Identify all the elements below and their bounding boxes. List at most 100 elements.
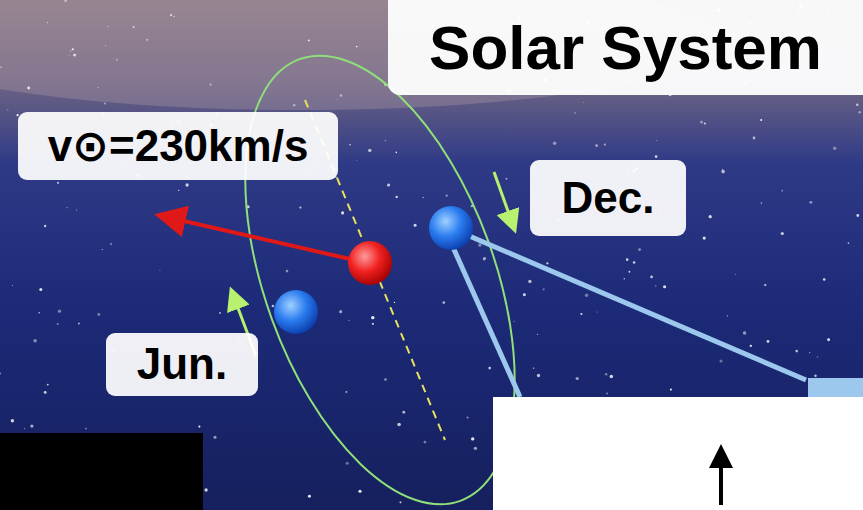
star (204, 488, 207, 491)
star (47, 22, 48, 23)
label-text: Jun. (137, 339, 258, 390)
star (576, 377, 579, 380)
star (372, 323, 374, 325)
star (371, 316, 374, 319)
sun (348, 241, 392, 285)
star (399, 501, 401, 503)
star (488, 367, 491, 370)
star (597, 312, 598, 313)
star (293, 104, 296, 107)
star (102, 249, 103, 250)
star (638, 248, 641, 251)
star (104, 102, 106, 104)
star (97, 313, 100, 316)
star (57, 323, 59, 325)
star (750, 345, 752, 347)
star (858, 111, 861, 114)
star (628, 271, 630, 273)
star (286, 270, 289, 273)
star (833, 146, 837, 150)
star (656, 140, 657, 141)
star (346, 462, 349, 465)
star (170, 14, 172, 16)
up-arrow (719, 452, 723, 505)
star (213, 436, 216, 439)
star (159, 270, 160, 271)
star (604, 144, 606, 146)
star (0, 66, 2, 68)
star (471, 437, 474, 440)
star (210, 83, 212, 85)
star (395, 152, 397, 154)
star (767, 340, 770, 343)
star (39, 288, 42, 291)
star (442, 301, 445, 304)
star (64, 0, 67, 2)
star (424, 441, 427, 444)
star (339, 310, 342, 313)
detector-edge (808, 378, 863, 397)
star (57, 182, 59, 184)
star (537, 374, 540, 377)
star (719, 359, 722, 362)
star (402, 411, 405, 414)
star (272, 305, 275, 308)
black-panel (0, 433, 203, 510)
star (58, 310, 61, 313)
orbit-direction-arrow (494, 172, 514, 228)
star (30, 424, 33, 427)
star (823, 278, 826, 281)
star (97, 87, 99, 89)
sun-velocity-arrow (162, 216, 350, 259)
sight-line (452, 245, 520, 397)
star (7, 109, 8, 110)
star (633, 261, 636, 264)
star (336, 99, 337, 100)
star (809, 352, 810, 353)
star (814, 374, 816, 376)
star (605, 373, 608, 376)
star (595, 144, 598, 147)
star (11, 419, 14, 422)
star (116, 59, 118, 61)
star (85, 428, 87, 430)
earth-june (274, 290, 318, 334)
star (423, 197, 424, 198)
star (623, 278, 625, 280)
star (856, 103, 859, 106)
star (670, 389, 672, 391)
star (70, 50, 71, 51)
star (765, 284, 767, 286)
star (760, 119, 762, 121)
star (385, 140, 386, 141)
star (574, 112, 576, 114)
star (397, 423, 401, 427)
star (349, 320, 350, 321)
star (394, 302, 395, 303)
star (358, 490, 361, 493)
label-text: v⊙=230km/s (48, 121, 338, 172)
label-box: v⊙=230km/s (18, 112, 338, 180)
star (610, 375, 613, 378)
star (764, 284, 765, 285)
star (761, 202, 763, 204)
star (483, 257, 486, 260)
star (533, 367, 534, 368)
star (299, 206, 301, 208)
star (474, 447, 477, 450)
star (506, 178, 508, 180)
star (0, 373, 1, 375)
star (368, 149, 371, 152)
star (356, 160, 357, 161)
star (781, 190, 783, 192)
star (308, 39, 310, 41)
star (66, 207, 67, 208)
star (585, 294, 588, 297)
star (76, 210, 77, 211)
star (345, 391, 347, 393)
star (537, 334, 538, 335)
star (146, 39, 148, 41)
star (47, 384, 49, 386)
star (308, 495, 311, 498)
